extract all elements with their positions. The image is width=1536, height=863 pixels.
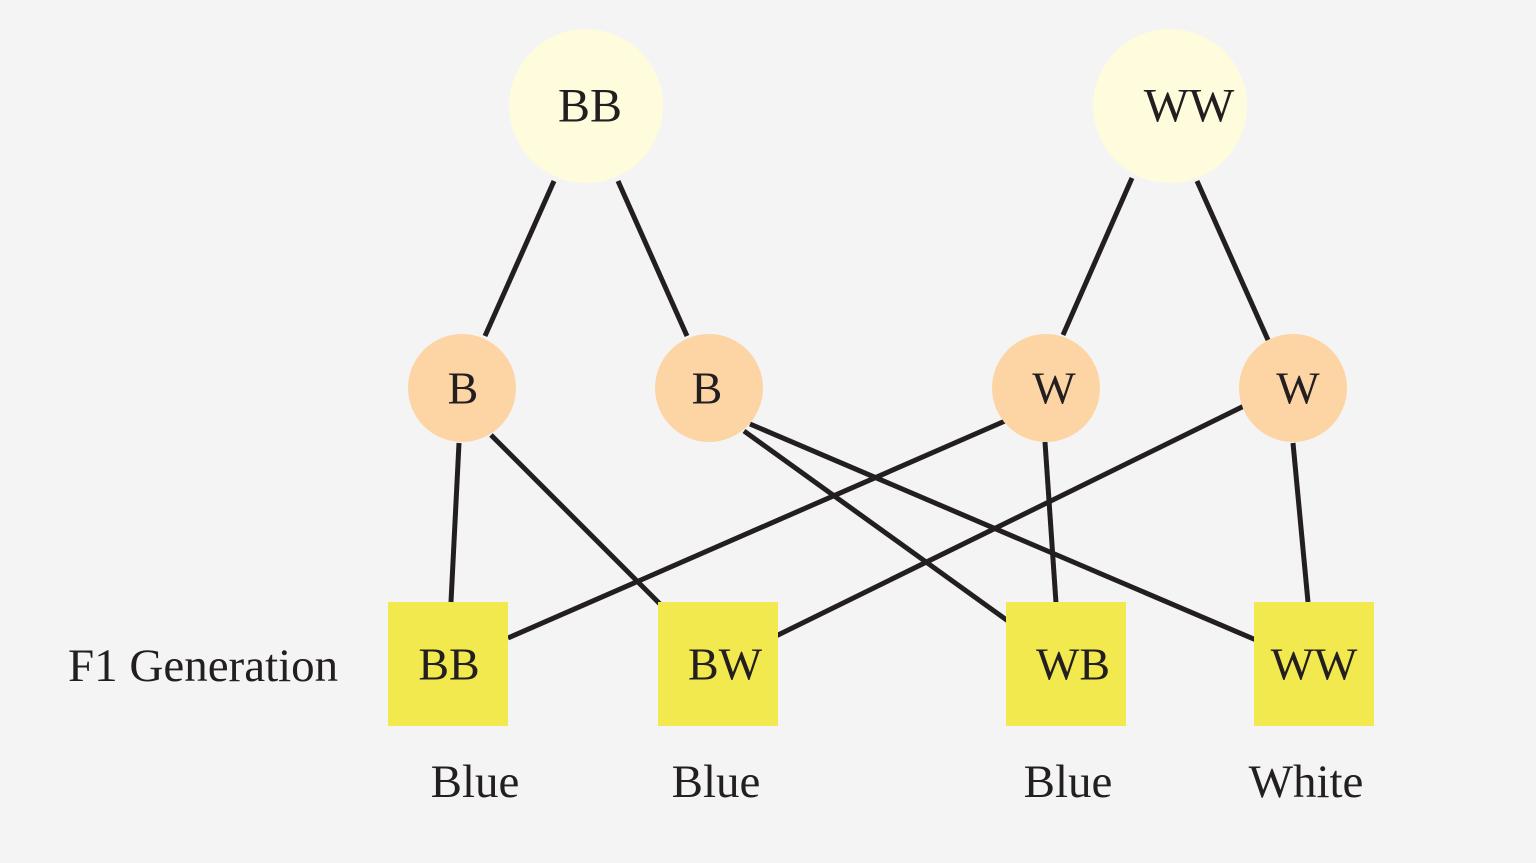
connection-parent-bb-to-gamete-b-2: [615, 179, 690, 338]
connection-gamete-w-2-to-offspring-ww: [1290, 442, 1311, 603]
offspring-square: [1254, 602, 1374, 726]
gamete-node-w-2: W: [1239, 334, 1347, 442]
phenotype-label-ww: White: [1249, 756, 1364, 808]
parent-node-bb: BB: [509, 29, 663, 183]
gamete-node-w-1: W: [992, 334, 1100, 442]
connection-gamete-w-1-to-offspring-bb: [506, 418, 1007, 641]
offspring-box-bb: BB: [388, 602, 508, 726]
connection-gamete-w-1-to-offspring-wb: [1042, 441, 1059, 604]
phenotype-label-bw: Blue: [672, 756, 761, 808]
connection-parent-bb-to-gamete-b-1: [482, 179, 557, 338]
offspring-box-bw: BW: [658, 602, 778, 726]
connection-gamete-w-2-to-offspring-bw: [774, 403, 1246, 639]
gamete-allele-label: W: [1276, 363, 1320, 414]
offspring-square: [1006, 602, 1126, 726]
connection-gamete-b-1-to-offspring-bw: [489, 433, 662, 606]
offspring-box-wb: WB: [1006, 602, 1126, 726]
offspring-genotype-label: BB: [418, 639, 479, 690]
parent-circle: [1093, 29, 1247, 183]
gamete-node-b-2: B: [655, 334, 763, 442]
parent-circle: [509, 29, 663, 183]
connection-parent-ww-to-gamete-w-2: [1194, 179, 1271, 342]
offspring-box-ww: WW: [1254, 602, 1374, 726]
connection-gamete-b-2-to-offspring-wb: [742, 428, 1010, 624]
gamete-node-b-1: B: [408, 334, 516, 442]
gamete-circle: [655, 334, 763, 442]
gamete-allele-label: W: [1032, 363, 1076, 414]
connection-parent-ww-to-gamete-w-1: [1060, 176, 1135, 337]
parent-genotype-label: BB: [558, 80, 622, 133]
generation-label: F1 Generation: [68, 640, 338, 692]
phenotype-label-bb: Blue: [431, 756, 520, 808]
gamete-allele-label: B: [692, 363, 723, 414]
offspring-genotype-label: WW: [1271, 639, 1358, 690]
offspring-square: [388, 602, 508, 726]
connection-gamete-b-2-to-offspring-ww: [749, 421, 1257, 643]
parent-genotype-label: WW: [1144, 80, 1235, 133]
offspring-genotype-label: BW: [688, 639, 763, 690]
parent-node-ww: WW: [1093, 29, 1247, 183]
gamete-circle: [992, 334, 1100, 442]
gamete-circle: [408, 334, 516, 442]
connection-lines: [448, 176, 1311, 643]
offspring-square: [658, 602, 778, 726]
gamete-circle: [1239, 334, 1347, 442]
offspring-genotype-label: WB: [1036, 639, 1110, 690]
phenotype-label-wb: Blue: [1024, 756, 1113, 808]
connection-gamete-b-1-to-offspring-bb: [448, 442, 462, 603]
gamete-allele-label: B: [448, 363, 479, 414]
